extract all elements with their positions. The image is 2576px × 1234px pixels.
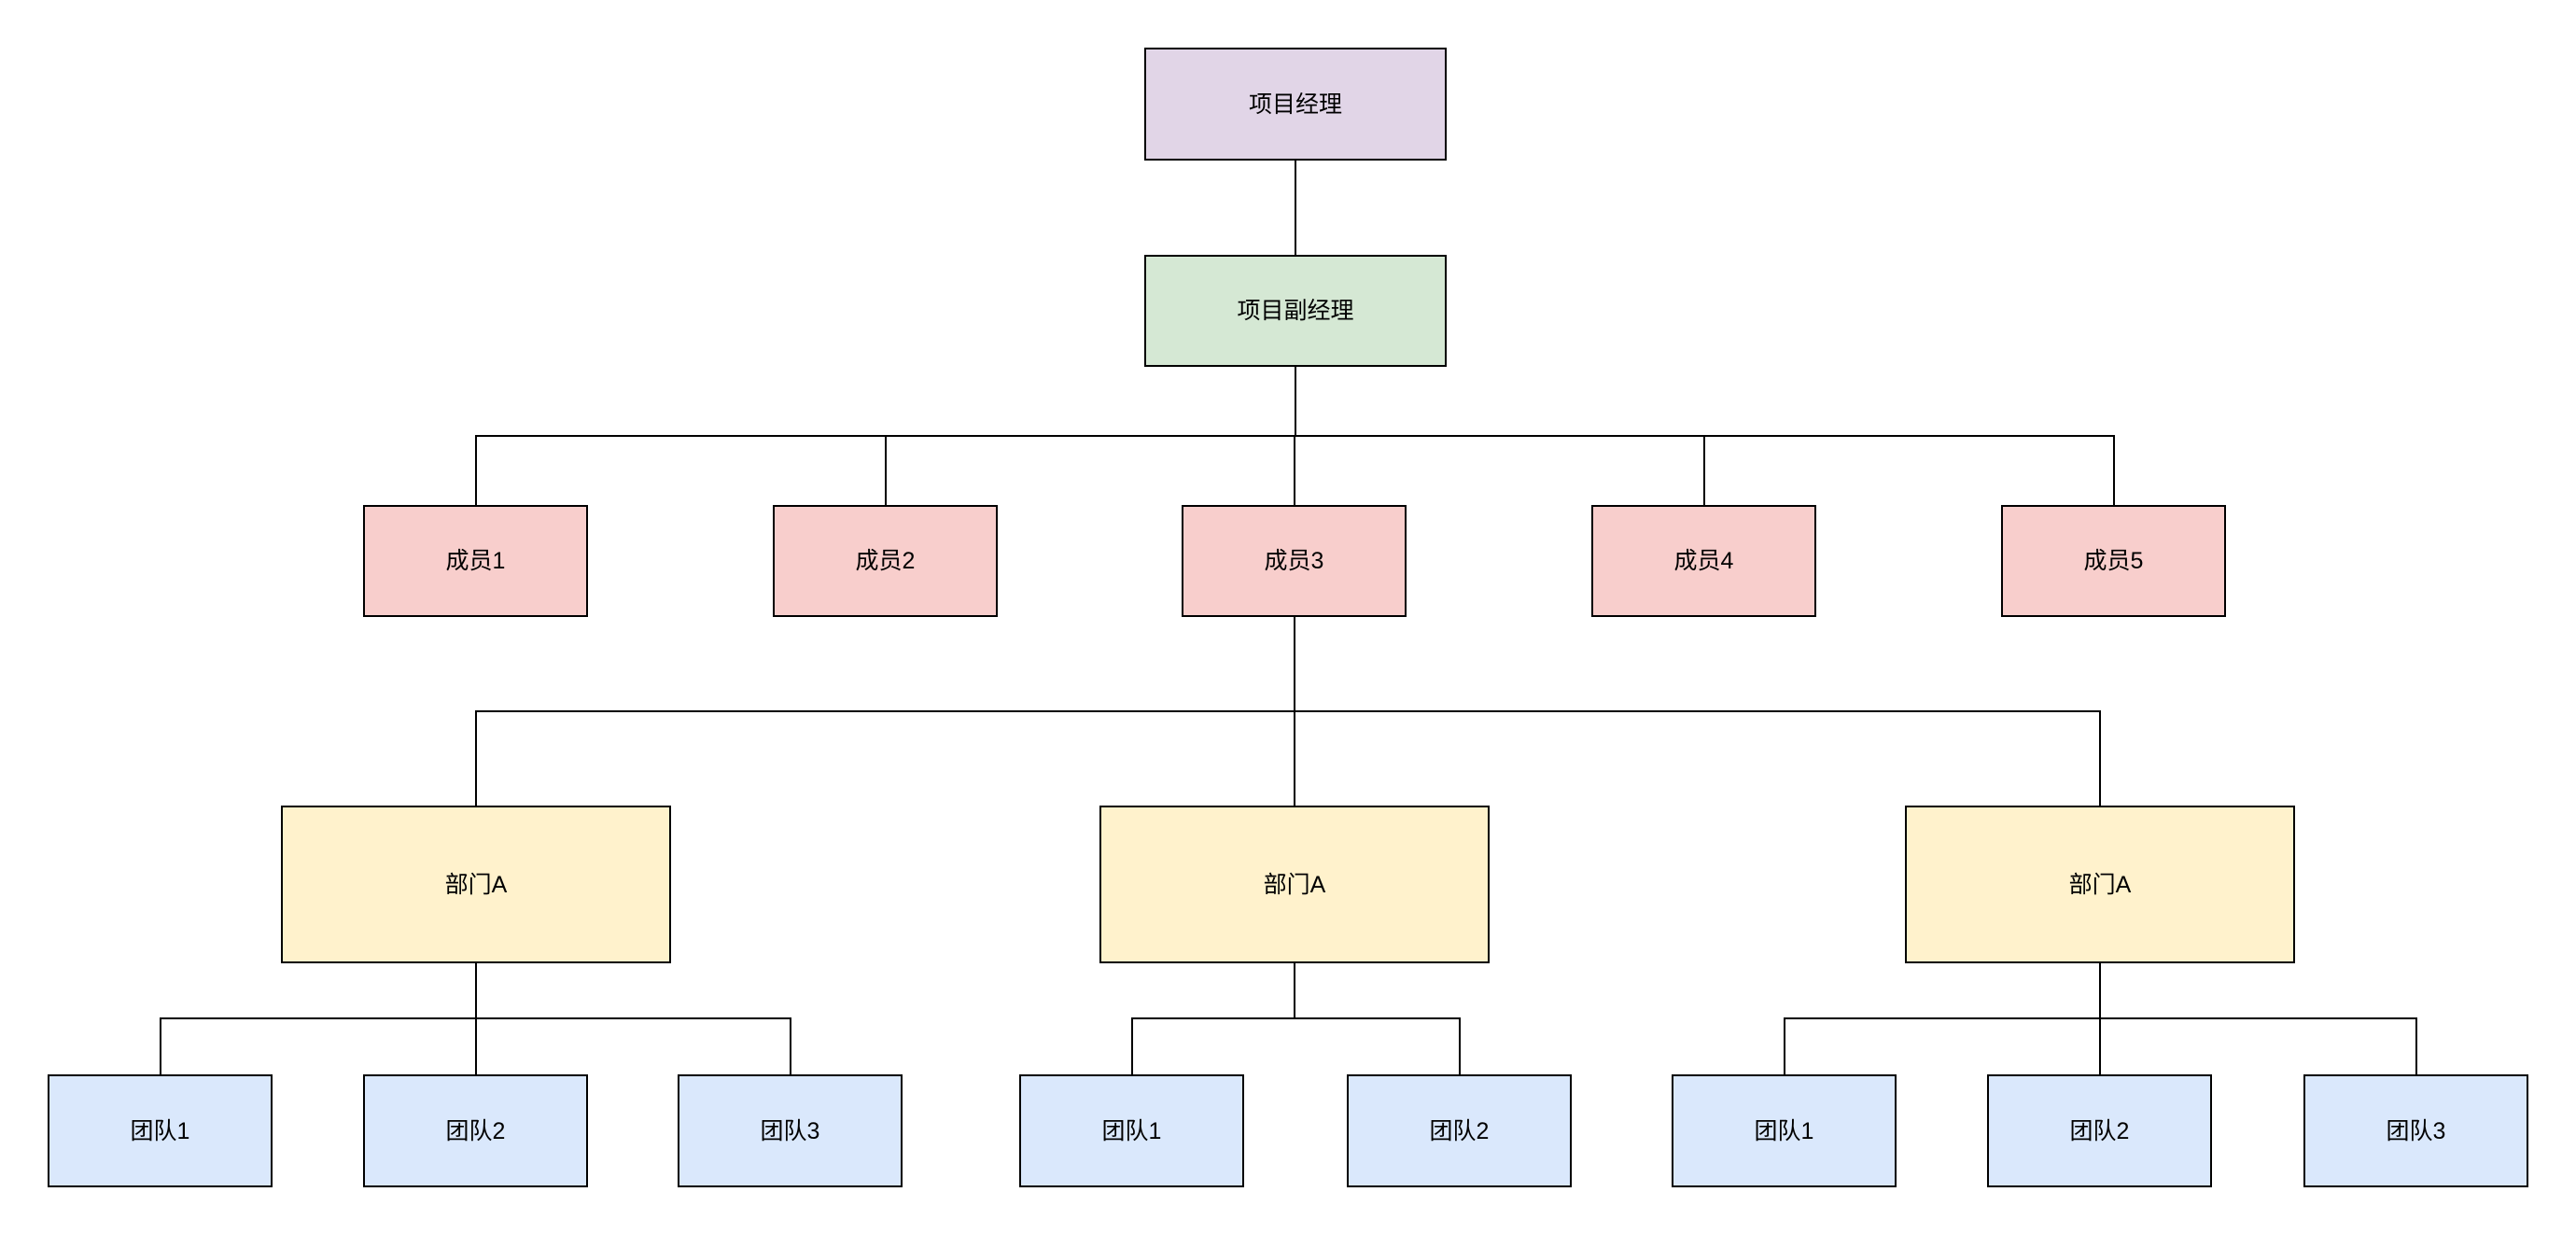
node-department-1-team-2: 团队2	[363, 1074, 588, 1187]
node-department-3-team-3: 团队3	[2303, 1074, 2528, 1187]
edge-segment	[1783, 1017, 1785, 1074]
node-label: 部门A	[2068, 871, 2132, 898]
edge-segment	[1130, 1017, 1461, 1019]
node-department-3-team-1: 团队1	[1672, 1074, 1897, 1187]
node-label: 部门A	[444, 871, 508, 898]
edge-segment	[1702, 435, 1705, 505]
edge-segment	[2098, 1017, 2101, 1074]
node-label: 项目经理	[1248, 91, 1342, 118]
node-label: 团队1	[1754, 1117, 1814, 1144]
node-department-a-2: 部门A	[1099, 806, 1490, 963]
edge-segment	[1295, 367, 1296, 436]
node-label: 团队2	[445, 1117, 506, 1144]
node-label: 成员4	[1673, 548, 1734, 574]
edge-segment	[475, 963, 477, 1018]
node-label: 成员1	[445, 548, 506, 574]
node-department-1-team-1: 团队1	[48, 1074, 273, 1187]
node-department-1-team-3: 团队3	[678, 1074, 903, 1187]
node-label: 成员5	[2083, 548, 2144, 574]
node-department-a-3: 部门A	[1905, 806, 2295, 963]
node-label: 团队1	[130, 1117, 190, 1144]
node-member-3: 成员3	[1182, 505, 1407, 617]
node-label: 成员3	[1264, 548, 1324, 574]
edge-segment	[1294, 963, 1295, 1018]
node-project-manager: 项目经理	[1144, 48, 1447, 161]
edge-segment	[1293, 617, 1295, 711]
edge-segment	[159, 1017, 161, 1074]
node-department-a-1: 部门A	[281, 806, 671, 963]
node-label: 团队2	[1429, 1117, 1490, 1144]
edge-segment	[1293, 435, 1295, 505]
edge-segment	[789, 1017, 791, 1074]
node-member-5: 成员5	[2001, 505, 2226, 617]
edge-segment	[1295, 161, 1296, 255]
edge-segment	[1294, 710, 1295, 806]
edge-segment	[475, 710, 2101, 712]
node-label: 项目副经理	[1237, 298, 1354, 324]
node-label: 团队3	[2386, 1117, 2446, 1144]
edge-segment	[474, 1017, 477, 1074]
edge-segment	[1130, 1017, 1133, 1074]
edge-segment	[884, 435, 887, 505]
edge-segment	[475, 710, 477, 806]
node-department-3-team-2: 团队2	[1987, 1074, 2212, 1187]
node-department-2-team-2: 团队2	[1347, 1074, 1572, 1187]
node-label: 团队3	[760, 1117, 820, 1144]
edge-segment	[474, 435, 477, 505]
node-label: 部门A	[1263, 871, 1326, 898]
node-label: 团队2	[2069, 1117, 2130, 1144]
edge-segment	[1458, 1017, 1461, 1074]
node-department-2-team-1: 团队1	[1019, 1074, 1244, 1187]
edge-segment	[2099, 963, 2101, 1018]
node-member-2: 成员2	[773, 505, 998, 617]
edge-segment	[2415, 1017, 2417, 1074]
node-deputy-project-manager: 项目副经理	[1144, 255, 1447, 367]
node-label: 成员2	[855, 548, 916, 574]
node-label: 团队1	[1101, 1117, 1162, 1144]
edge-segment	[2112, 435, 2115, 505]
node-member-1: 成员1	[363, 505, 588, 617]
edge-segment	[2099, 710, 2101, 806]
node-member-4: 成员4	[1591, 505, 1816, 617]
